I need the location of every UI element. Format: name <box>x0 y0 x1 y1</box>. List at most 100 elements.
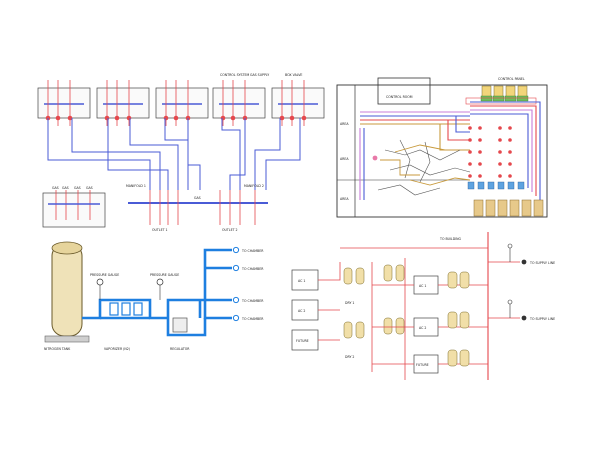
gas-panel <box>42 192 106 228</box>
receiver-tank <box>459 349 470 367</box>
tank-base <box>44 335 90 343</box>
outlet-bottom-label: TO SUPPLY LINE <box>529 317 555 321</box>
gold-wiring <box>380 144 471 186</box>
side-valve <box>478 126 482 130</box>
cylinder <box>473 199 484 217</box>
dry-label-2: DRY 2 <box>345 355 354 359</box>
gas-distribution-schematic: CONTROL SYSTEM GAS SUPPLY BOX VALVE GAS … <box>37 73 325 232</box>
pressure-gauge-2: PRESSURE GAUGE <box>150 273 179 300</box>
valve-body <box>517 85 528 98</box>
equipment-unit <box>96 80 150 126</box>
unit-housing <box>96 87 150 119</box>
blue-regulator <box>487 181 495 190</box>
side-valve <box>478 138 482 142</box>
unit-future-right-label: FUTURE <box>416 363 429 367</box>
unit-valve <box>289 115 295 121</box>
panel-tag-2: GAS <box>62 186 69 190</box>
receiver-tank <box>459 271 470 289</box>
side-valve <box>468 150 472 154</box>
dryer-tank <box>355 321 365 339</box>
vaporizer-coil-2 <box>121 302 131 316</box>
side-label-1: AREA <box>340 122 349 126</box>
vaporizer-coil-1 <box>109 302 119 316</box>
signal-wiring <box>377 139 471 196</box>
pressure-gauge-1: PRESSURE GAUGE <box>90 273 119 300</box>
receiver-tank <box>459 311 470 329</box>
cylinder <box>533 199 544 217</box>
blue-regulator <box>507 181 515 190</box>
dryer-tank <box>383 317 393 335</box>
manifold-drops <box>149 190 256 225</box>
unit-ac1-left-label: AC 1 <box>298 279 305 283</box>
side-label-3: AREA <box>340 197 349 201</box>
blue-regulator <box>497 181 505 190</box>
panel-tag-1: GAS <box>52 186 59 190</box>
gas-panel-lines <box>55 190 91 220</box>
bottom-cylinder-bank <box>473 199 544 217</box>
dryer-tank <box>383 264 393 282</box>
cylinder <box>497 199 508 217</box>
control-room-box <box>377 77 431 105</box>
dryer-tank <box>343 267 353 285</box>
control-panel-title: CONTROL PANEL <box>498 77 525 81</box>
outlet-label-2: TO CHAMBER <box>241 267 264 271</box>
side-valve <box>478 150 482 154</box>
control-room-label: CONTROL ROOM <box>386 95 413 99</box>
tank-label: NITROGEN TANK <box>44 347 71 351</box>
valve-base <box>504 95 517 102</box>
valve-base <box>516 95 529 102</box>
pipe-bundle <box>359 101 541 200</box>
panel-tag-4: GAS <box>86 186 93 190</box>
equipment-unit <box>155 80 209 126</box>
blue-collection-lines <box>47 118 301 190</box>
dryer-tank <box>343 321 353 339</box>
outlet-label-1: TO CHAMBER <box>241 249 264 253</box>
dryer-tanks <box>343 264 405 339</box>
side-valve <box>498 138 502 142</box>
regulator-label: REGULATOR <box>170 347 190 351</box>
outlet-top-label: TO SUPPLY LINE <box>529 261 555 265</box>
dryer-tank <box>395 264 405 282</box>
red-distribution-lines <box>318 258 520 380</box>
outlet-right-label: OUTLET 2 <box>222 228 238 232</box>
unit-valve <box>126 115 132 121</box>
unit-valve <box>220 115 226 121</box>
unit-column-left: AC 1 AC 2 FUTURE <box>291 269 319 351</box>
dryer-tank <box>395 317 405 335</box>
side-valve-array <box>467 126 525 190</box>
valve-base <box>492 95 505 102</box>
unit-housing <box>155 87 209 119</box>
outlet-top: TO SUPPLY LINE <box>507 243 555 265</box>
outlet-label-4: TO CHAMBER <box>241 317 264 321</box>
nitrogen-supply-schematic: NITROGEN TANK VAPORIZER (N2) REGULATOR P… <box>44 241 264 351</box>
side-valve <box>498 126 502 130</box>
vaporizer-coil-3 <box>133 302 143 316</box>
equipment-unit <box>212 80 266 126</box>
indicator-light <box>372 155 378 161</box>
dry-label-1: DRY 1 <box>345 301 354 305</box>
side-valve <box>508 150 512 154</box>
unit-housing <box>37 87 91 119</box>
blue-regulator <box>467 181 475 190</box>
header-label: TO BUILDING <box>439 237 461 241</box>
manifold-right-label: MANIFOLD 2 <box>244 184 264 188</box>
control-panel-layout: CONTROL ROOM AREA AREA AREA CONTROL PANE… <box>336 77 548 218</box>
outlet-left-label: OUTLET 1 <box>152 228 168 232</box>
unit-housing <box>212 87 266 119</box>
side-valve <box>498 162 502 166</box>
side-valve <box>508 126 512 130</box>
side-valve <box>508 174 512 178</box>
vaporizer-label: VAPORIZER (N2) <box>104 347 130 351</box>
pressure-label-2: PRESSURE GAUGE <box>150 273 179 277</box>
note-control-system: CONTROL SYSTEM <box>220 73 250 77</box>
receiver-tank <box>447 311 458 329</box>
bus-label: GAS <box>194 196 201 200</box>
unit-valve <box>230 115 236 121</box>
unit-valve <box>163 115 169 121</box>
blue-regulator <box>477 181 485 190</box>
note-box-valve: BOX VALVE <box>285 73 302 77</box>
valve-body <box>481 85 492 98</box>
unit-valve <box>67 115 73 121</box>
valve-base <box>480 95 493 102</box>
